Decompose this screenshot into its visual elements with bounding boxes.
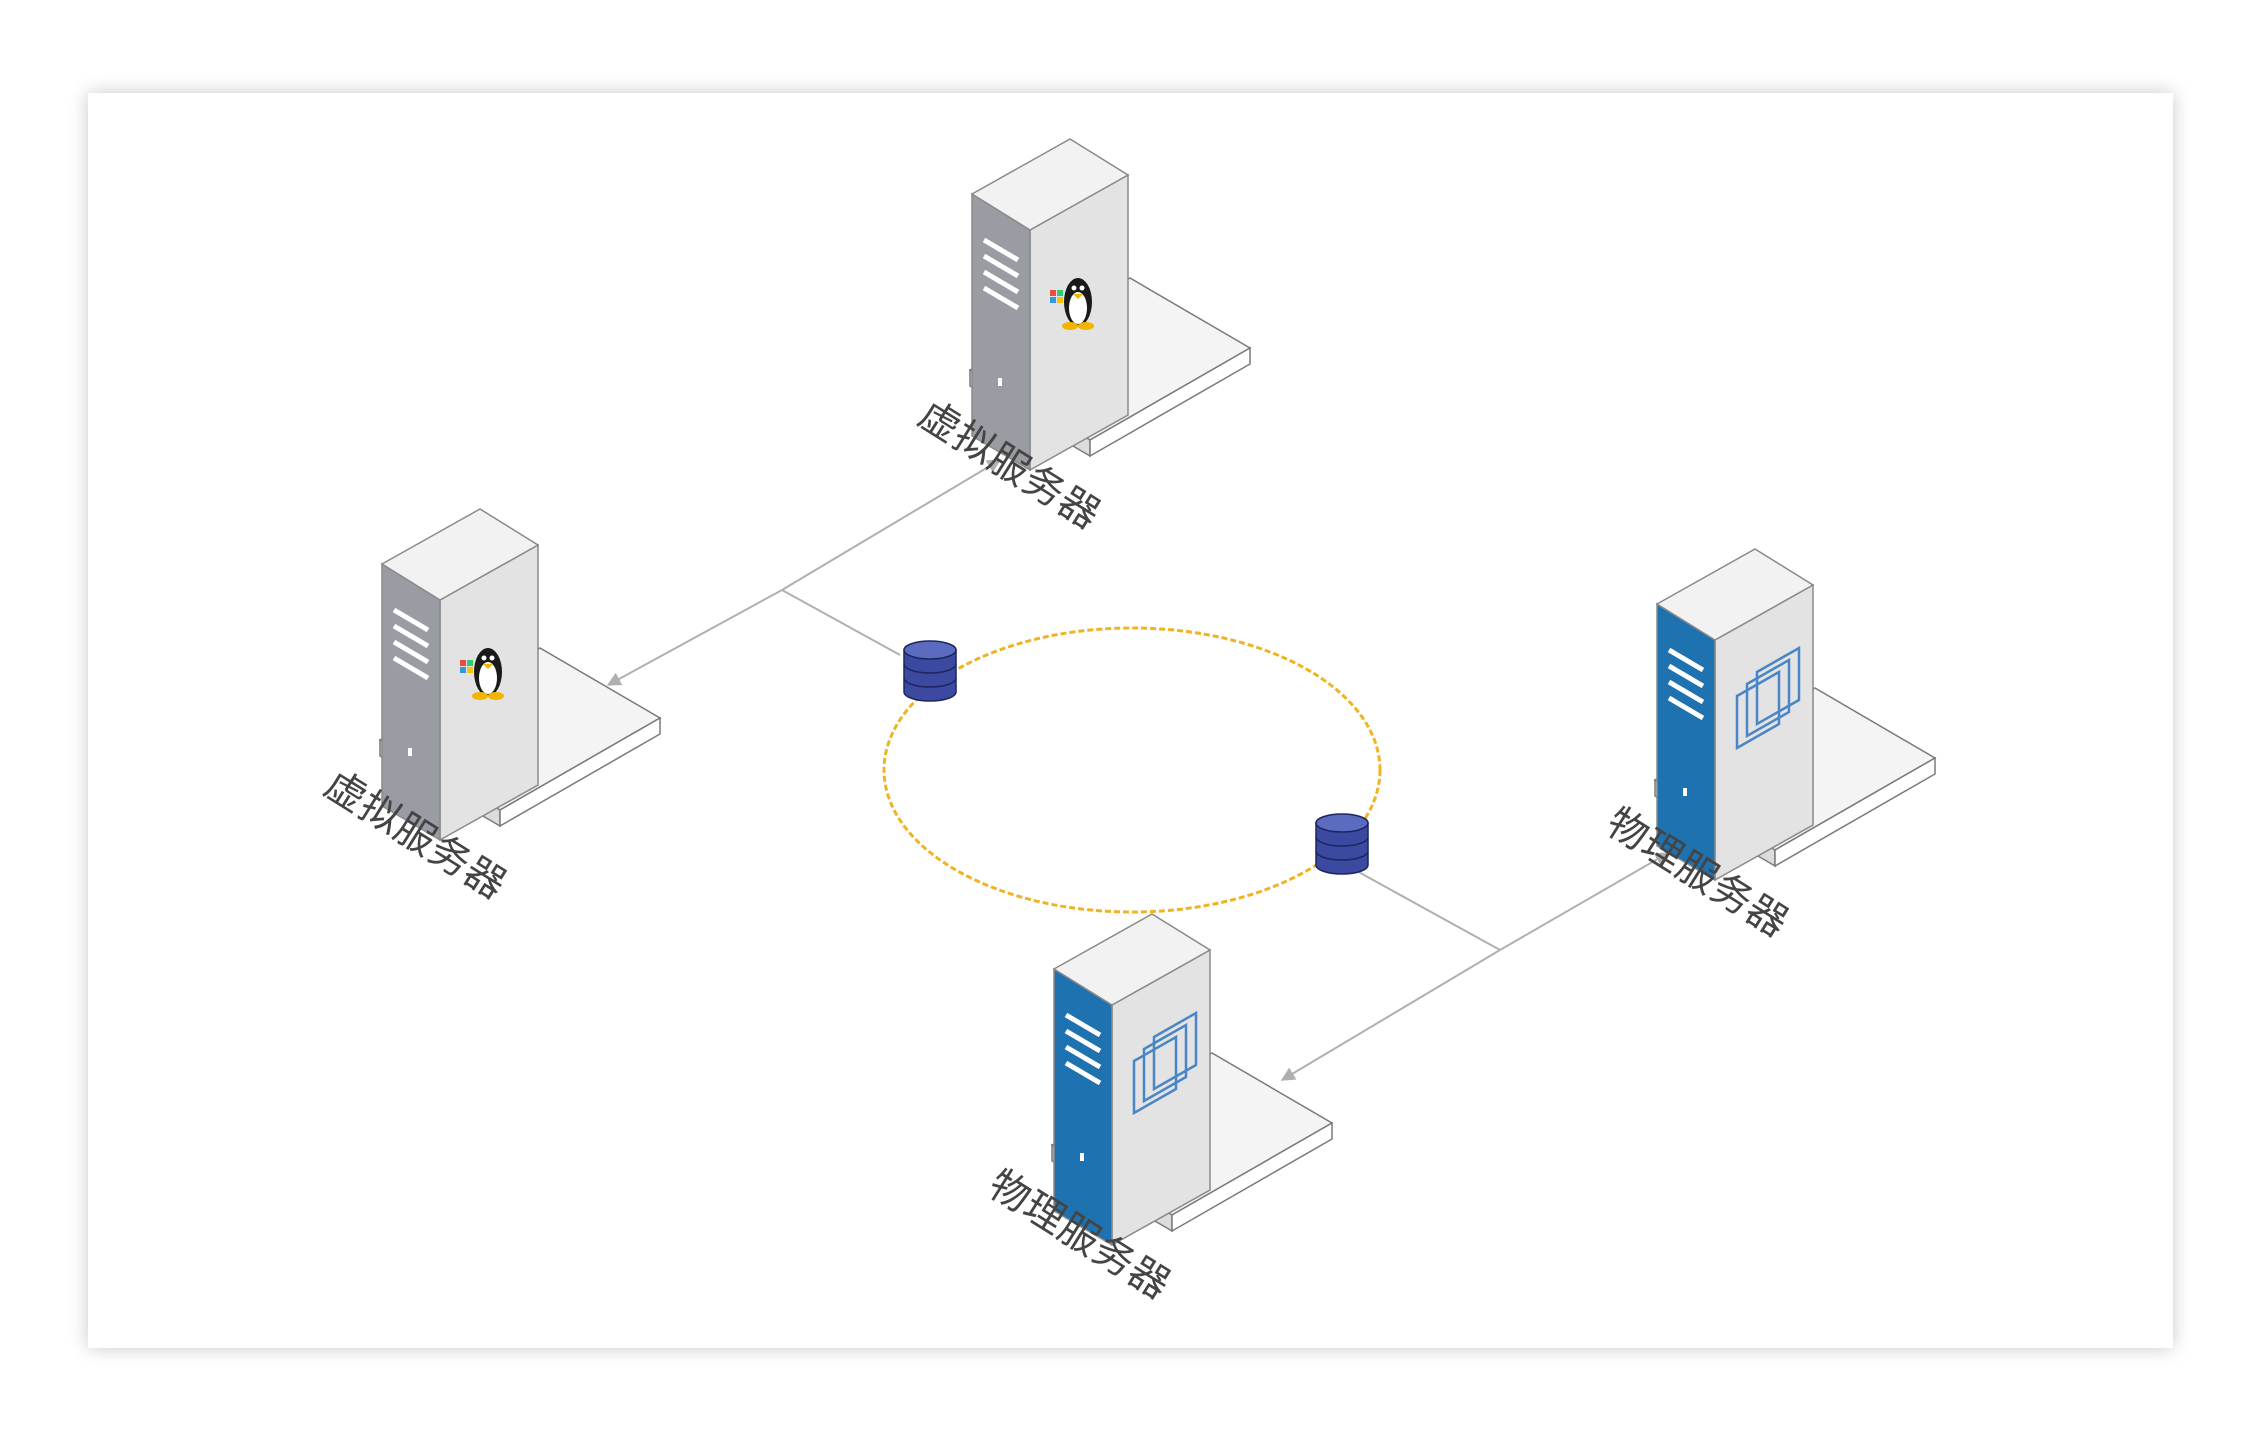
server-physical-right[interactable] — [1654, 548, 1936, 882]
connector-ring-top — [781, 589, 901, 656]
network-diagram — [379, 138, 1936, 1247]
connector-right — [1499, 852, 1670, 951]
connector-left — [606, 589, 783, 686]
connector-top — [781, 459, 1002, 591]
connector-bottom — [1280, 949, 1501, 1081]
database-icon — [903, 640, 957, 702]
database-icon — [1315, 813, 1369, 875]
linux-windows-icon — [1050, 278, 1094, 330]
storage-ring — [882, 626, 1382, 914]
vmware-icon — [1735, 645, 1801, 751]
connectors — [606, 459, 1670, 1081]
diagram-canvas: 虚拟服务器 虚拟服务器 物理服务器 物理服务器 — [88, 93, 2173, 1348]
server-virtual-left[interactable] — [379, 508, 661, 842]
server-virtual-top[interactable] — [969, 138, 1251, 472]
linux-windows-icon — [460, 648, 504, 700]
server-physical-bottom[interactable] — [1051, 913, 1333, 1247]
connector-ring-bottom — [1354, 869, 1501, 951]
vmware-icon — [1132, 1010, 1198, 1116]
